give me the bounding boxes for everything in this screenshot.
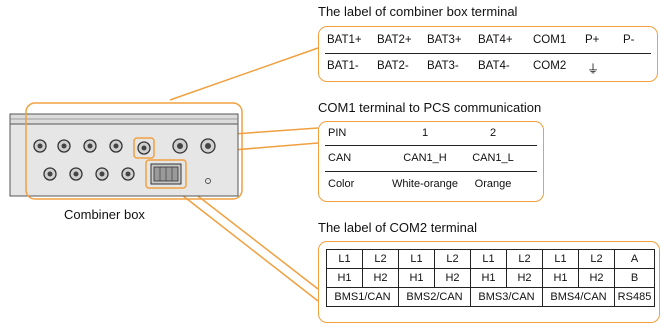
label-cell: BAT2- [377,60,409,72]
com1-port-highlight [133,137,155,159]
label-cell: BAT1- [327,60,359,72]
gland-p-negative [200,138,216,154]
label-cell: BAT3- [427,60,459,72]
label-cell: BAT3+ [427,34,462,46]
ground-stud [205,178,211,184]
com2-port-highlight [145,159,187,189]
connector-label-line [169,47,319,101]
com2-cell: L2 [506,249,543,269]
label-cell: COM2 [533,60,567,72]
com1-port [137,141,151,155]
com1-cell: PIN [328,127,347,139]
com2-title: The label of COM2 terminal [318,220,477,235]
com2-cell: H1 [542,268,579,288]
gland-bat3-negative [95,167,109,181]
com1-cell: Orange [474,178,512,190]
com2-port [150,163,182,185]
com2-cell: L1 [326,249,363,269]
com2-cell: H1 [470,268,507,288]
com1-cell: Color [328,178,355,190]
label-cell: P+ [585,34,600,46]
com1-cell: CAN1_H [403,152,447,164]
com2-cell: L2 [578,249,615,269]
com2-cell: A [614,249,655,269]
com2-group-cell: BMS1/CAN [326,287,399,307]
com1-divider [325,171,537,172]
com2-cell: H2 [506,268,543,288]
com1-cell: CAN [328,152,352,164]
com2-row-1: L1 L2 L1 L2 L1 L2 L1 L2 A [326,249,655,269]
com2-cell: H1 [326,268,363,288]
label-cell: P- [623,34,635,46]
com1-cell: 2 [489,127,497,139]
combiner-label-row-2: BAT1- BAT2- BAT3- BAT4- COM2 ⏚ [319,56,657,78]
connector-com2-line-bottom [172,187,319,302]
label-cell: BAT1+ [327,34,362,46]
com2-cell: L1 [542,249,579,269]
com1-divider [325,145,537,146]
combiner-box-body [9,123,239,197]
combiner-box-device [9,113,239,197]
combiner-label-panel: BAT1+ BAT2+ BAT3+ BAT4+ COM1 P+ P- BAT1-… [318,26,658,82]
gland-p-positive [172,138,188,154]
combiner-label-row-1: BAT1+ BAT2+ BAT3+ BAT4+ COM1 P+ P- [319,30,657,52]
com2-cell: H2 [362,268,399,288]
com1-title: COM1 terminal to PCS communication [318,100,542,115]
label-cell: BAT4- [478,60,510,72]
com2-group-cell: BMS4/CAN [542,287,615,307]
com2-group-cell: BMS2/CAN [398,287,471,307]
combiner-box-highlight [25,102,243,200]
com2-cell: L2 [362,249,399,269]
connector-com2-line-top [184,185,319,290]
com1-cell: White-orange [391,178,459,190]
com2-panel: L1 L2 L1 L2 L1 L2 L1 L2 A H1 H2 H1 H2 H1… [318,241,660,323]
com2-row-2: H1 H2 H1 H2 H1 H2 H1 H2 B [326,268,655,288]
com2-row-3: BMS1/CAN BMS2/CAN BMS3/CAN BMS4/CAN RS48… [326,287,655,307]
com2-cell: H2 [578,268,615,288]
com2-cell: H2 [434,268,471,288]
combiner-box-caption: Combiner box [64,207,145,222]
com1-cell: 1 [421,127,429,139]
label-cell: COM1 [533,34,567,46]
com2-cell: L2 [434,249,471,269]
gland-bat2-negative [69,167,83,181]
label-cell: BAT2+ [377,34,412,46]
gland-bat4-negative [121,167,135,181]
gland-bat1-positive [33,139,47,153]
com2-cell: H1 [398,268,435,288]
com1-panel: PIN 1 2 CAN CAN1_H CAN1_L Color White-or… [318,121,544,202]
gland-bat3-positive [83,139,97,153]
ground-symbol-icon: ⏚ [587,62,600,76]
gland-bat2-positive [57,139,71,153]
combiner-label-title: The label of combiner box terminal [318,4,518,19]
gland-bat4-positive [109,139,123,153]
com2-cell: B [614,268,655,288]
com2-cell: L1 [470,249,507,269]
com1-cell: CAN1_L [472,152,514,164]
gland-bat1-negative [43,167,57,181]
com2-group-cell: BMS3/CAN [470,287,543,307]
combiner-label-divider [325,53,651,54]
com2-cell: L1 [398,249,435,269]
label-cell: BAT4+ [478,34,513,46]
com2-group-cell: RS485 [614,287,655,307]
com2-table: L1 L2 L1 L2 L1 L2 L1 L2 A H1 H2 H1 H2 H1… [326,249,655,307]
